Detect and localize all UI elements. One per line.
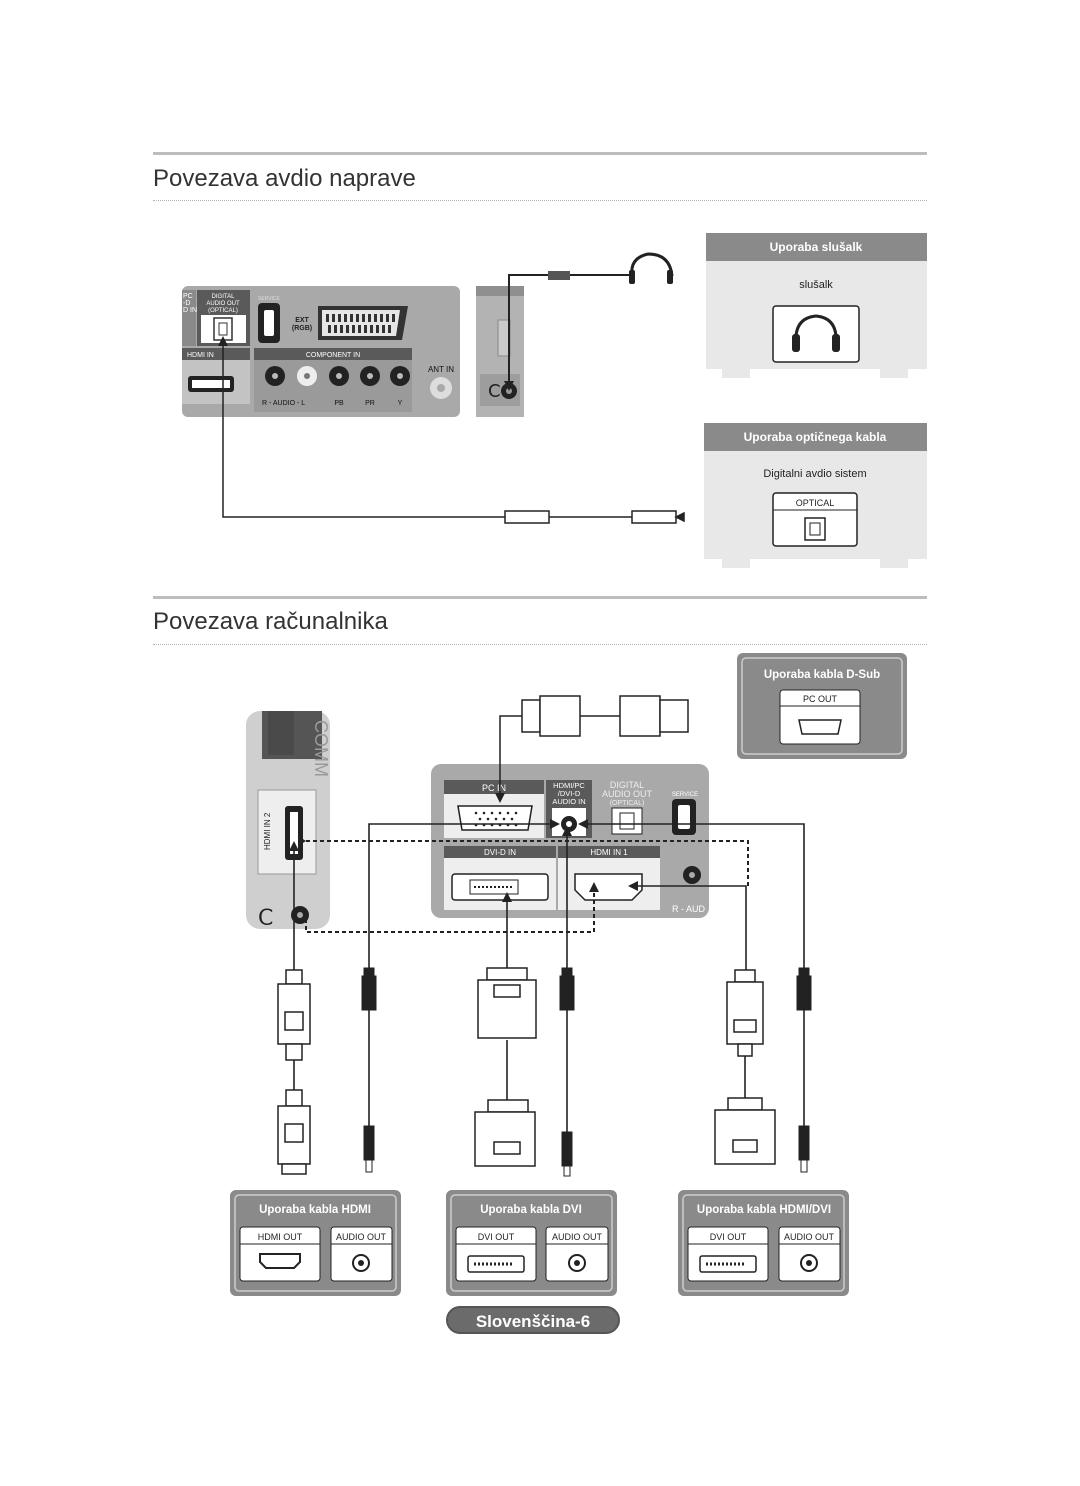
section-title-pc: Povezava računalnika: [153, 608, 388, 635]
section-rule-pc: [153, 596, 927, 599]
svg-text:SERVICE: SERVICE: [258, 296, 281, 302]
digital-audio-1: AUDIO OUT: [602, 789, 653, 799]
arrowheads: [289, 819, 638, 902]
digital-audio-2: (OPTICAL): [610, 800, 645, 807]
box-port-a-2: DVI OUT: [710, 1232, 747, 1242]
left-partial-2: D IN: [183, 307, 197, 314]
dsub-cable: [495, 695, 689, 803]
pc-in-label: PC IN: [482, 783, 506, 793]
box-port-b-1: AUDIO OUT: [552, 1232, 603, 1242]
hdmi-in2-label: HDMI IN 2: [263, 812, 272, 850]
hdmi-pc-audio-1: /DVI-D: [558, 789, 581, 798]
optical-cable: [218, 336, 685, 524]
component-label-0: PB: [334, 400, 344, 407]
section-rule-audio: [153, 152, 927, 155]
left-partial-0: PC: [183, 293, 193, 300]
optical-box-device: Digitalni avdio sistem: [763, 468, 866, 480]
dsub-box-port: PC OUT: [803, 694, 838, 704]
page-label: Slovenščina-6: [446, 1306, 620, 1334]
left-partial-1: -D: [183, 300, 190, 307]
svg-text:EXT: EXT: [295, 317, 309, 324]
service-label: SERVICE: [672, 792, 698, 798]
section-dots-audio: [153, 200, 927, 201]
section-title-audio: Povezava avdio naprave: [153, 165, 416, 192]
optical-box-header: Uporaba optičnega kabla: [744, 430, 887, 444]
digital-audio-0: DIGITAL: [610, 780, 644, 790]
tv-side-panel-pc: COMM HDMI IN 2 𝖢: [246, 711, 331, 930]
comm-label: COMM: [311, 720, 331, 777]
box-port-a-1: DVI OUT: [478, 1232, 515, 1242]
tv-side-panel-audio: 𝖢: [476, 286, 524, 417]
hdmi-cable-connectors: [277, 969, 311, 1175]
dotted-connections: [305, 840, 749, 933]
dsub-box-header: Uporaba kabla D-Sub: [764, 669, 880, 681]
svg-text:(RGB): (RGB): [292, 325, 312, 332]
hdmi-dvi-cable-box: Uporaba kabla HDMI/DVI DVI OUT AUDIO OUT: [678, 1190, 849, 1296]
audio-plug-connectors: [361, 967, 812, 1177]
section-dots-pc: [153, 644, 927, 645]
headphone-jack-icon: 𝖢: [488, 381, 501, 401]
box-port-b-2: AUDIO OUT: [784, 1232, 835, 1242]
audio-label: R - AUDIO - L: [262, 400, 305, 407]
hdmi-pc-audio-0: HDMI/PC: [553, 781, 585, 790]
box-port-b-0: AUDIO OUT: [336, 1232, 387, 1242]
headphones-box-header: Uporaba slušalk: [770, 240, 863, 254]
dvi-cable-connectors: [474, 967, 776, 1167]
tv-rear-panel-audio: PC -D D IN DIGITAL AUDIO OUT (OPTICAL) S…: [182, 286, 460, 417]
headphone-cable: [504, 252, 674, 391]
svg-text:HDMI IN: HDMI IN: [187, 352, 214, 359]
headphones-box-device: slušalk: [799, 279, 833, 291]
hdmi-in1-label: HDMI IN 1: [590, 848, 628, 857]
svg-text:AUDIO OUT: AUDIO OUT: [206, 301, 240, 307]
svg-text:𝖢: 𝖢: [258, 905, 273, 930]
svg-text:(OPTICAL): (OPTICAL): [208, 308, 238, 314]
hdmi-pc-audio-2: AUDIO IN: [552, 797, 585, 806]
component-label-2: Y: [398, 400, 403, 407]
box-header-0: Uporaba kabla HDMI: [259, 1204, 371, 1216]
svg-text:ANT IN: ANT IN: [428, 365, 454, 374]
dvi-in-label: DVI-D IN: [484, 848, 516, 857]
box-header-2: Uporaba kabla HDMI/DVI: [697, 1204, 831, 1216]
tv-rear-panel-pc: PC IN HDMI/PC /DVI-D AUDIO IN DIGITAL AU…: [431, 764, 709, 918]
hdmi-port-icon: [259, 1253, 301, 1269]
dvi-cable-box: Uporaba kabla DVI DVI OUT AUDIO OUT: [446, 1190, 617, 1296]
headphones-box: Uporaba slušalk slušalk: [706, 233, 927, 378]
headphones-icon: [792, 314, 840, 352]
optical-box-port: OPTICAL: [796, 498, 835, 508]
component-label-1: PR: [365, 400, 375, 407]
box-port-a-0: HDMI OUT: [258, 1232, 303, 1242]
vga-port-icon: [798, 719, 842, 735]
optical-box: Uporaba optičnega kabla Digitalni avdio …: [704, 423, 927, 568]
solid-connections: [293, 823, 805, 1132]
aud-partial: R - AUD: [672, 904, 706, 914]
dsub-box: Uporaba kabla D-Sub PC OUT: [737, 653, 907, 759]
hdmi-cable-box: Uporaba kabla HDMI HDMI OUT AUDIO OUT: [230, 1190, 401, 1296]
box-header-1: Uporaba kabla DVI: [480, 1204, 582, 1216]
svg-text:COMPONENT IN: COMPONENT IN: [306, 352, 360, 359]
svg-text:DIGITAL: DIGITAL: [212, 294, 236, 300]
